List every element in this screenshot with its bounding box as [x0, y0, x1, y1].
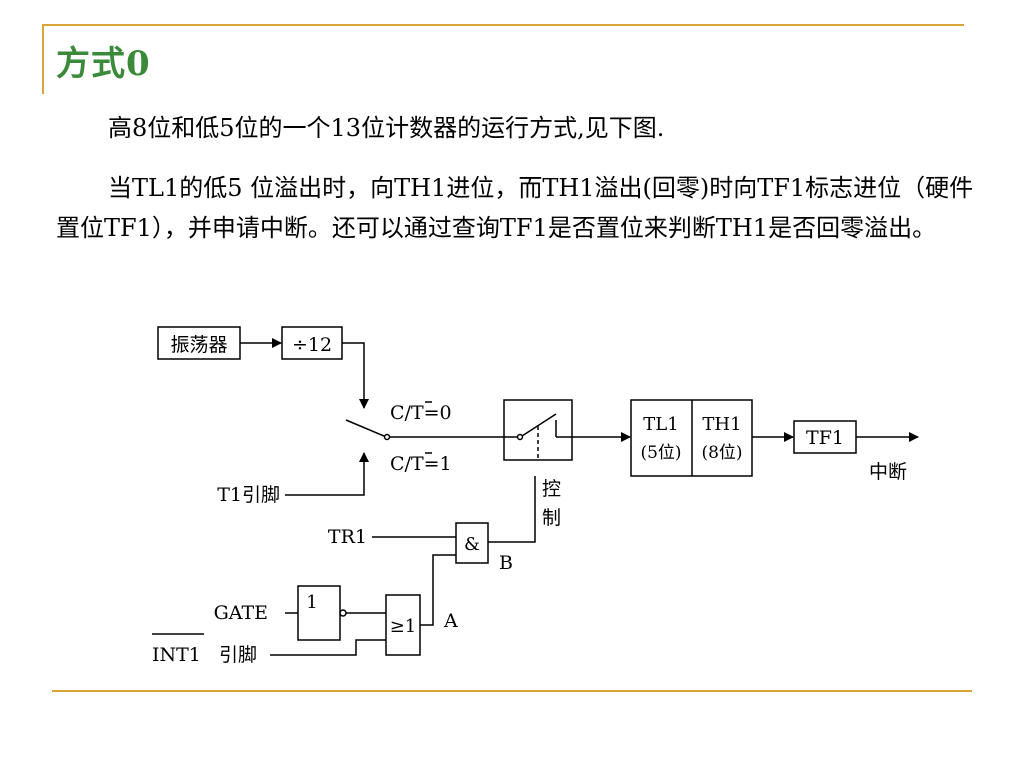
control-label-2: 制 — [542, 507, 561, 529]
control-switch-box — [503, 399, 573, 461]
ct0-label: C/T=0 — [390, 402, 452, 424]
gate-label: GATE — [214, 602, 268, 624]
tf1-label: TF1 — [806, 427, 844, 449]
oscillator-label: 振荡器 — [170, 334, 227, 356]
top-rule — [42, 24, 964, 26]
tl1-label: TL1 — [643, 414, 678, 435]
paragraph-description: 当TL1的低5 位溢出时，向TH1进位，而TH1溢出(回零)时向TF1标志进位（… — [56, 174, 974, 242]
and-symbol: & — [464, 534, 480, 555]
th1-bits-label: (8位) — [701, 443, 742, 463]
paragraph-intro: 高8位和低5位的一个13位计数器的运行方式,见下图. — [108, 114, 665, 142]
tr1-label: TR1 — [328, 526, 367, 548]
not-symbol: 1 — [306, 592, 317, 613]
int1-pin-suffix: 引脚 — [219, 644, 257, 666]
bottom-rule — [52, 690, 972, 692]
not-gate — [297, 585, 341, 641]
ct1-label: C/T=1 — [390, 453, 452, 475]
control-label-1: 控 — [542, 478, 561, 500]
divider-label: ÷12 — [292, 334, 332, 356]
or-gate — [385, 594, 421, 656]
th1-label: TH1 — [702, 414, 741, 435]
label-a: A — [443, 610, 458, 632]
and-gate — [455, 522, 489, 564]
label-b: B — [499, 552, 513, 574]
slide-title: 方式0 — [56, 44, 151, 84]
interrupt-label: 中断 — [869, 461, 907, 483]
t1-pin-label: T1引脚 — [217, 484, 280, 506]
tl1-bits-label: (5位) — [640, 443, 681, 463]
int1-label: INT1 — [152, 644, 201, 666]
or-symbol: ≥1 — [390, 616, 417, 637]
selector-switch — [345, 419, 385, 437]
left-accent-rule — [42, 24, 44, 94]
